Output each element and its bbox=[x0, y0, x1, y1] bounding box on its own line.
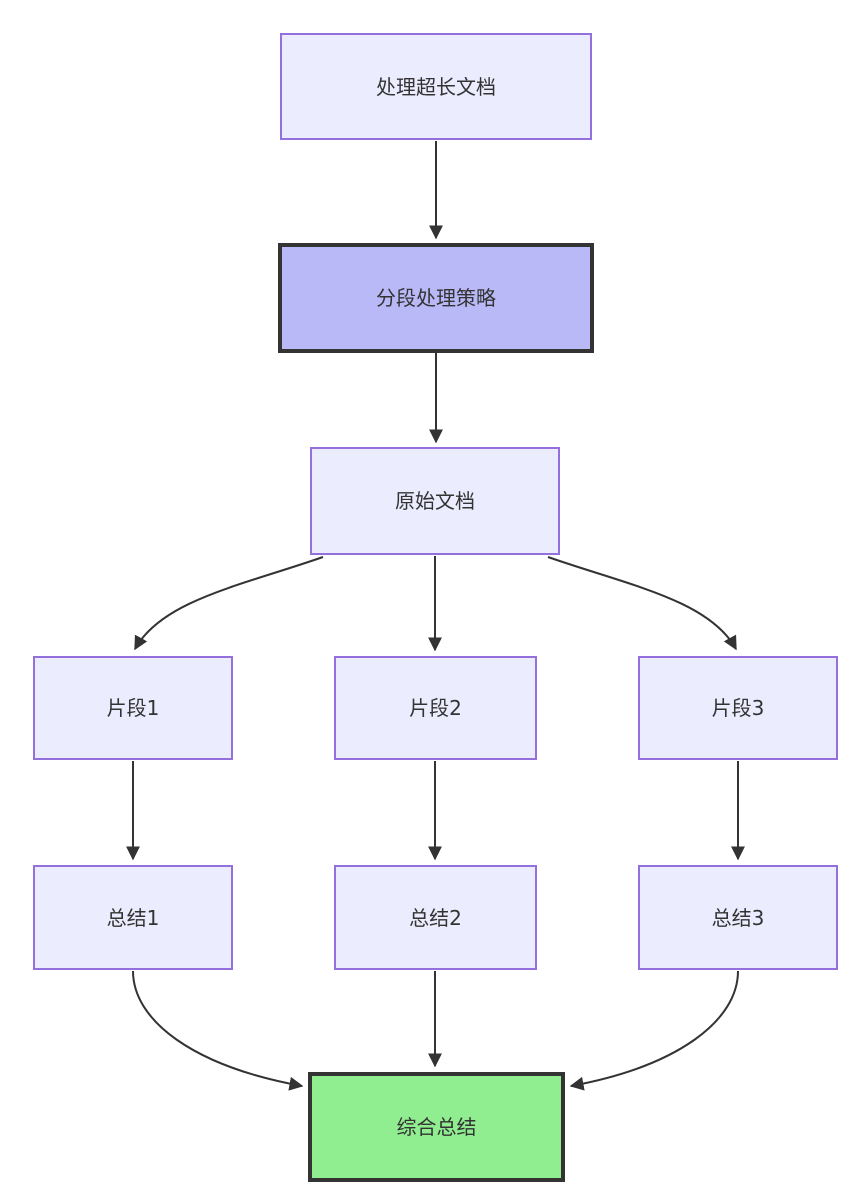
node-label: 总结1 bbox=[106, 905, 160, 930]
node-label: 片段3 bbox=[711, 696, 765, 720]
node-label: 片段2 bbox=[409, 696, 462, 720]
edge-C-D3 bbox=[547, 556, 737, 651]
edge-E1-F bbox=[132, 970, 304, 1091]
node-summary-3: 总结3 bbox=[638, 865, 838, 970]
node-summary-2: 总结2 bbox=[334, 865, 537, 970]
node-handle-long-document: 处理超长文档 bbox=[280, 33, 592, 140]
edge-C-D1 bbox=[134, 556, 324, 651]
node-label: 分段处理策略 bbox=[376, 286, 496, 310]
node-fragment-2: 片段2 bbox=[334, 656, 537, 760]
edge-E3-F bbox=[569, 970, 739, 1091]
node-label: 片段1 bbox=[106, 696, 160, 720]
node-summary-1: 总结1 bbox=[33, 865, 233, 970]
node-original-document: 原始文档 bbox=[310, 447, 560, 555]
node-fragment-3: 片段3 bbox=[638, 656, 838, 760]
node-fragment-1: 片段1 bbox=[33, 656, 233, 760]
node-label: 总结3 bbox=[711, 905, 765, 930]
node-combined-summary: 综合总结 bbox=[308, 1072, 565, 1182]
node-label: 总结2 bbox=[409, 905, 462, 930]
node-label: 处理超长文档 bbox=[376, 74, 496, 99]
node-label: 原始文档 bbox=[395, 489, 475, 513]
node-label: 综合总结 bbox=[396, 1115, 477, 1139]
node-segmentation-strategy: 分段处理策略 bbox=[278, 243, 594, 353]
